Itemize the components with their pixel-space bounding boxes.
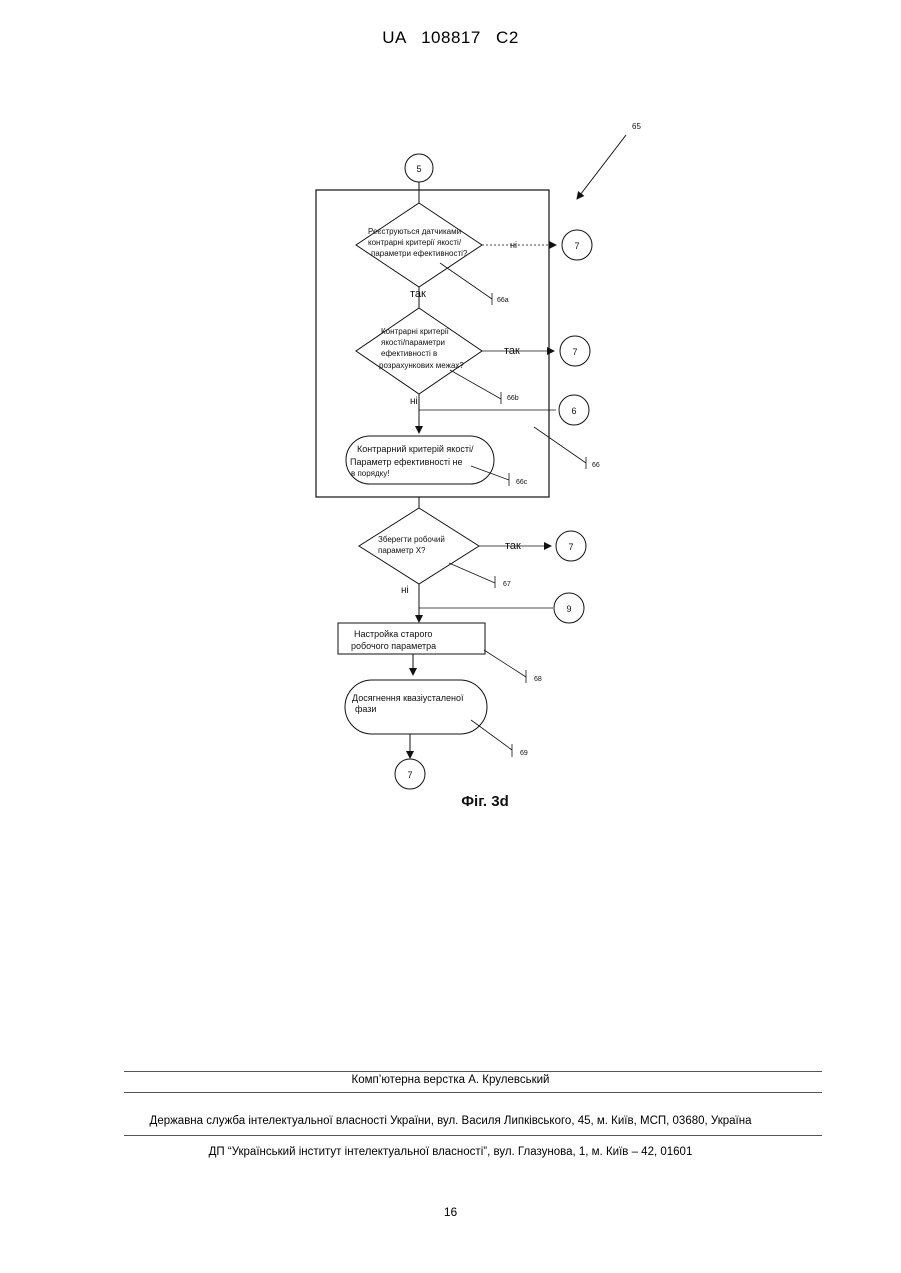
- ref-66b: 66b: [507, 395, 519, 402]
- decision-3-line1: Зберегти робочий: [378, 535, 445, 544]
- ref-69: 69: [520, 750, 528, 757]
- footer-service-address: Державна служба інтелектуальної власност…: [0, 1115, 901, 1127]
- footer-divider-1: [124, 1071, 822, 1072]
- terminal-1-line2: Параметр ефективності не: [350, 457, 462, 467]
- figure-caption: Фіг. 3d: [461, 793, 509, 810]
- terminal-1-line3: в порядку!: [351, 469, 389, 478]
- footer-layout-credit: Комп’ютерна верстка А. Крулевський: [0, 1074, 901, 1086]
- ref-67: 67: [503, 581, 511, 588]
- connector-9-label: 9: [566, 604, 571, 614]
- ref-66c: 66c: [516, 479, 528, 486]
- ref-66: 66: [592, 462, 600, 469]
- decision-1-line1: Реєструються датчиками: [368, 227, 461, 236]
- connector-6-label: 6: [571, 406, 576, 416]
- connector-5-label: 5: [416, 164, 421, 174]
- footer-institute-address: ДП “Український інститут інтелектуальної…: [0, 1146, 901, 1158]
- connector-7a-label: 7: [574, 241, 579, 251]
- footer-divider-2: [124, 1092, 822, 1093]
- connector-7b-label: 7: [572, 347, 577, 357]
- process-1-line2: робочого параметра: [351, 641, 436, 651]
- ref-66a: 66a: [497, 297, 509, 304]
- label-no-3: ні: [401, 585, 409, 596]
- decision-2-line2: якості/параметри: [381, 338, 445, 347]
- label-no-2: ні: [410, 396, 418, 407]
- label-yes-3: так: [505, 540, 521, 552]
- footer-divider-3: [124, 1135, 822, 1136]
- terminal-1-line1: Контрарний критерій якості/: [357, 444, 474, 454]
- terminal-2-line1: Досягнення квазіусталеної: [352, 693, 464, 703]
- decision-2-line1: Контрарні критерії: [381, 327, 450, 336]
- ref-65: 65: [632, 122, 641, 131]
- label-yes-1: так: [410, 288, 426, 300]
- decision-1-line3: параметри ефективності?: [371, 249, 468, 258]
- decision-2-line3: ефективності в: [381, 349, 437, 358]
- ref-65-arrow: [577, 135, 626, 199]
- process-1-line1: Настройка старого: [354, 629, 432, 639]
- decision-2-line4: розрахункових межах?: [379, 361, 464, 370]
- page-number: 16: [0, 1205, 901, 1219]
- connector-7c-label: 7: [568, 542, 573, 552]
- decision-3-line2: параметр X?: [378, 546, 426, 555]
- decision-1-line2: контрарні критерії якості/: [368, 238, 462, 247]
- connector-7-bottom-label: 7: [407, 770, 412, 780]
- label-no-1: ні: [510, 240, 517, 250]
- ref-68: 68: [534, 676, 542, 683]
- terminal-2-line2: фази: [355, 704, 376, 714]
- label-yes-2: так: [504, 345, 520, 357]
